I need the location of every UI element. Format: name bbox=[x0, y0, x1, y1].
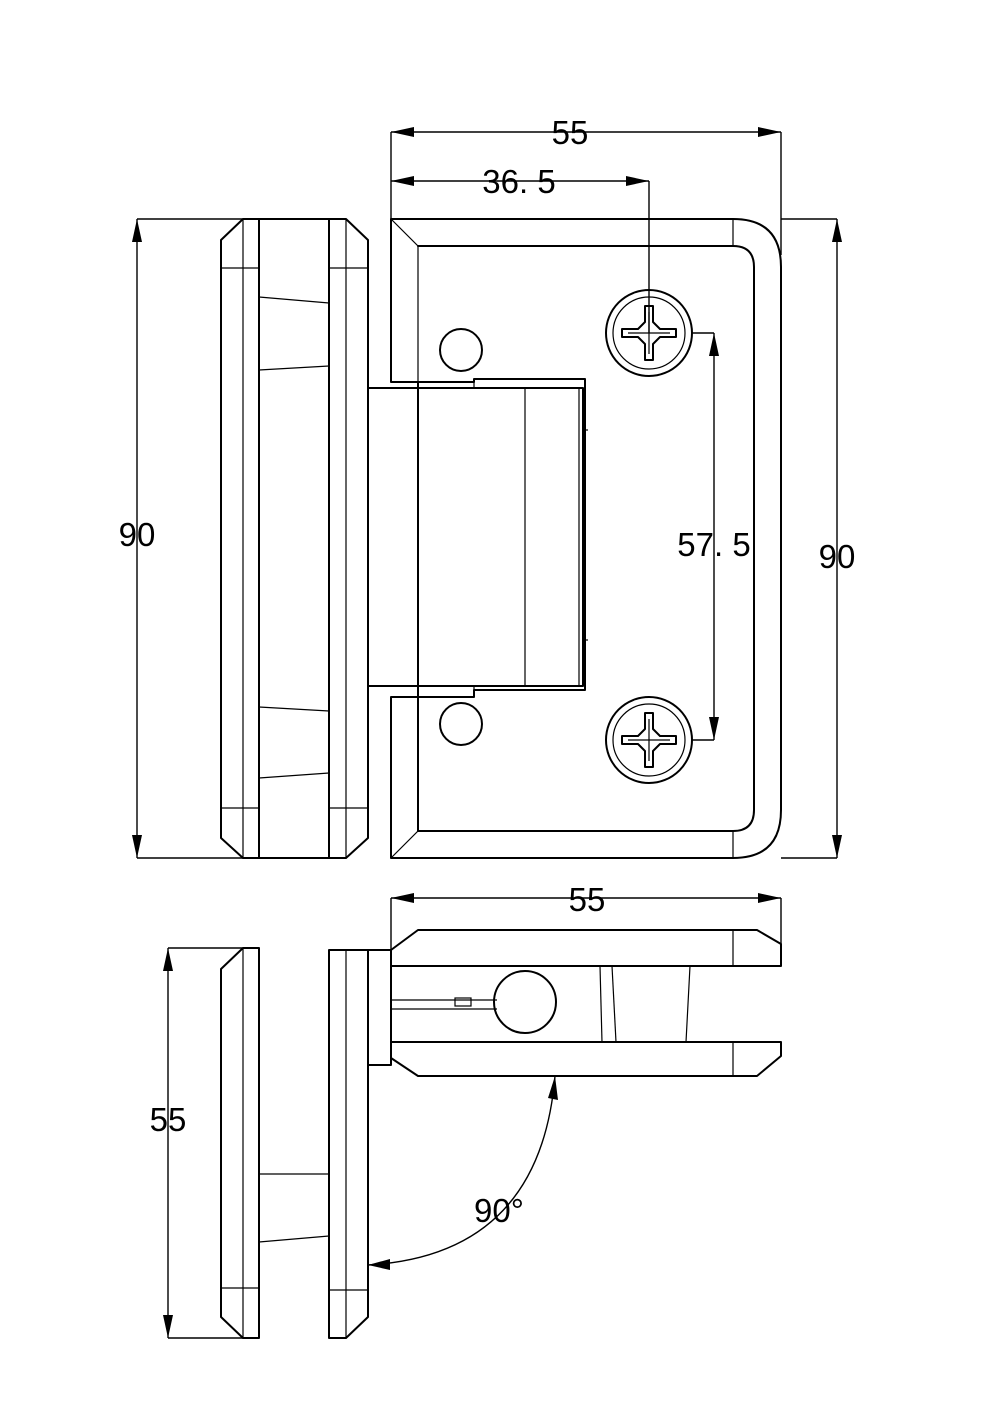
dim-label-57-5: 57. 5 bbox=[677, 526, 750, 563]
dim-label-55-bottom: 55 bbox=[569, 881, 606, 918]
pivot-pin bbox=[493, 970, 557, 1034]
dimension-to-screw: 36. 5 bbox=[391, 163, 650, 333]
dim-label-55-side: 55 bbox=[150, 1101, 187, 1138]
front-view bbox=[367, 218, 782, 859]
dimension-height-right: 90 bbox=[781, 218, 856, 859]
dimension-height-left: 90 bbox=[119, 218, 243, 859]
dim-label-90-left: 90 bbox=[119, 516, 156, 553]
screw-icon bbox=[605, 696, 693, 784]
dim-label-90-degree: 90° bbox=[474, 1192, 524, 1229]
dimension-side-height: 55 bbox=[150, 947, 243, 1339]
dimension-screw-spacing: 57. 5 bbox=[677, 332, 751, 741]
dim-label-36-5: 36. 5 bbox=[482, 163, 555, 200]
dimension-width-total: 55 bbox=[390, 114, 782, 255]
dim-label-55-top: 55 bbox=[552, 114, 589, 151]
locator-hole-top bbox=[439, 328, 483, 372]
side-profile-view bbox=[220, 218, 369, 859]
dimension-top-view-width: 55 bbox=[390, 881, 782, 950]
top-view bbox=[390, 929, 782, 1077]
bottom-side-profile bbox=[220, 947, 392, 1339]
dim-label-90-right: 90 bbox=[819, 538, 856, 575]
dimension-rotation-angle: 90° bbox=[367, 1075, 558, 1270]
locator-hole-bottom bbox=[439, 702, 483, 746]
